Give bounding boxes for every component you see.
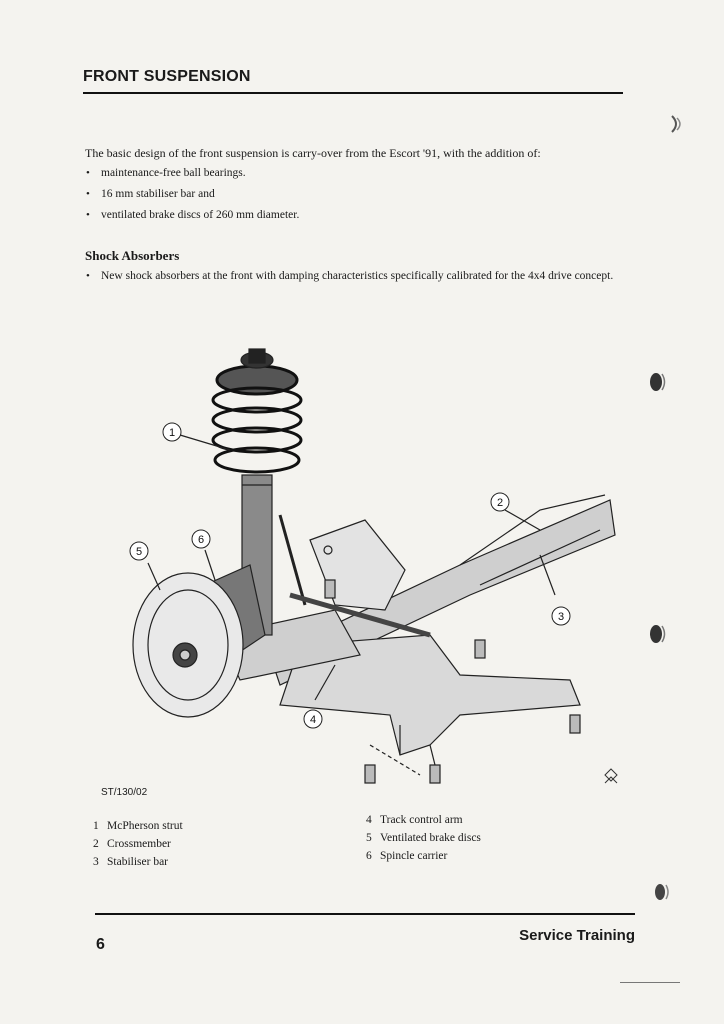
- list-item: 6 Spincle carrier: [366, 848, 481, 866]
- list-item: 5 Ventilated brake discs: [366, 830, 481, 848]
- legend-left: 1 McPherson strut 2 Crossmember 3 Stabilise…: [93, 818, 183, 872]
- callout-4: 4: [310, 714, 316, 726]
- legend-label: Ventilated brake discs: [380, 832, 481, 844]
- legend-label: Spincle carrier: [380, 850, 448, 862]
- legend-label: Track control arm: [380, 814, 463, 826]
- section-heading-shock-absorbers: Shock Absorbers: [85, 248, 180, 263]
- scan-mark-icon: [604, 768, 618, 784]
- callout-5: 5: [136, 546, 142, 558]
- page-title: FRONT SUSPENSION: [83, 68, 251, 85]
- page-number: 6: [96, 936, 105, 953]
- punch-hole-icon: [671, 115, 681, 133]
- feature-list: maintenance-free ball bearings. 16 mm st…: [85, 166, 299, 229]
- punch-hole-icon: [650, 625, 666, 643]
- legend-number: 6: [366, 850, 372, 862]
- callout-2: 2: [497, 497, 503, 509]
- suspension-illustration: 1 2 3 4 5 6: [129, 348, 618, 784]
- legend-number: 5: [366, 832, 372, 844]
- list-item: 2 Crossmember: [93, 836, 183, 854]
- bullet-dot: •: [86, 270, 90, 282]
- punch-hole-icon: [650, 373, 666, 391]
- intro-text: The basic design of the front suspension…: [85, 146, 541, 160]
- list-item: 3 Stabiliser bar: [93, 854, 183, 872]
- footer-label: Service Training: [519, 927, 635, 944]
- legend-label: Stabiliser bar: [107, 856, 168, 868]
- footer-rule: [95, 913, 635, 915]
- shock-absorbers-text: New shock absorbers at the front with da…: [101, 270, 614, 282]
- shock-absorbers-paragraph: • New shock absorbers at the front with d…: [85, 264, 625, 288]
- callout-1: 1: [169, 427, 175, 439]
- list-item: 16 mm stabiliser bar and: [85, 187, 299, 208]
- legend-label: Crossmember: [107, 838, 171, 850]
- header-rule: [83, 92, 623, 94]
- callout-6: 6: [198, 534, 204, 546]
- legend-number: 2: [93, 838, 99, 850]
- figure-reference: ST/130/02: [101, 787, 148, 798]
- list-item: ventilated brake discs of 260 mm diamete…: [85, 208, 299, 229]
- legend-number: 3: [93, 856, 99, 868]
- legend-label: McPherson strut: [107, 820, 183, 832]
- scan-edge-line: [620, 982, 680, 983]
- legend-number: 1: [93, 820, 99, 832]
- legend-number: 4: [366, 814, 372, 826]
- legend-right: 4 Track control arm 5 Ventilated brake dis…: [366, 812, 481, 866]
- callout-3: 3: [558, 611, 564, 623]
- list-item: 1 McPherson strut: [93, 818, 183, 836]
- list-item: 4 Track control arm: [366, 812, 481, 830]
- list-item: maintenance-free ball bearings.: [85, 166, 299, 187]
- punch-hole-icon: [655, 884, 669, 900]
